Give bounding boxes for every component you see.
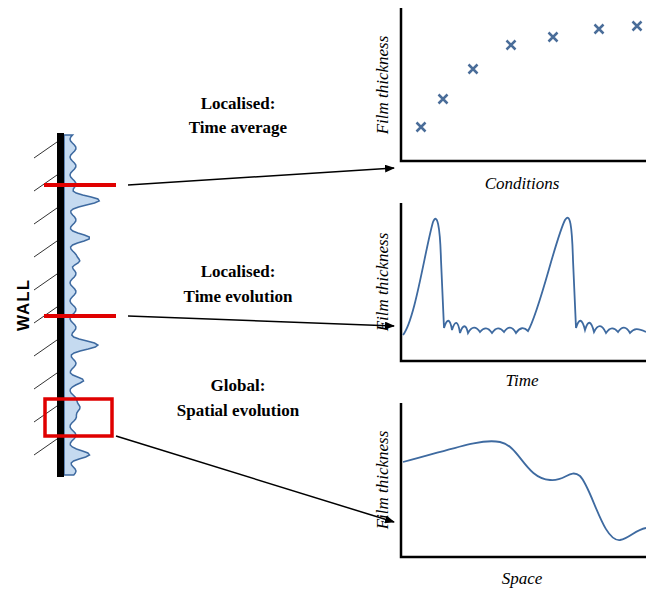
axis-title: Film thickness xyxy=(373,431,393,530)
arrow-label: Localised: xyxy=(201,94,276,114)
wall-label: WALL xyxy=(14,279,34,331)
probe-window xyxy=(45,399,112,436)
arrow-label: Global: xyxy=(211,376,266,396)
axes xyxy=(401,203,646,361)
axis-title: Film thickness xyxy=(373,36,393,135)
arrow-label: Time average xyxy=(189,118,287,138)
probe-line xyxy=(44,314,116,318)
axis-title: Space xyxy=(502,569,543,589)
arrow-label: Time evolution xyxy=(184,287,293,307)
axis-title: Film thickness xyxy=(373,233,393,332)
data-points xyxy=(417,22,642,132)
axes xyxy=(401,403,646,557)
time-trace xyxy=(403,218,646,335)
axes xyxy=(401,8,646,161)
arrow xyxy=(128,316,394,326)
axis-title: Time xyxy=(505,371,538,391)
arrow xyxy=(128,168,394,185)
probe-line xyxy=(44,183,116,187)
arrow-label: Spatial evolution xyxy=(177,401,299,421)
axis-title: Conditions xyxy=(485,174,560,194)
arrow xyxy=(116,436,394,522)
arrow-label: Localised: xyxy=(201,262,276,282)
spatial-profile xyxy=(403,441,646,540)
